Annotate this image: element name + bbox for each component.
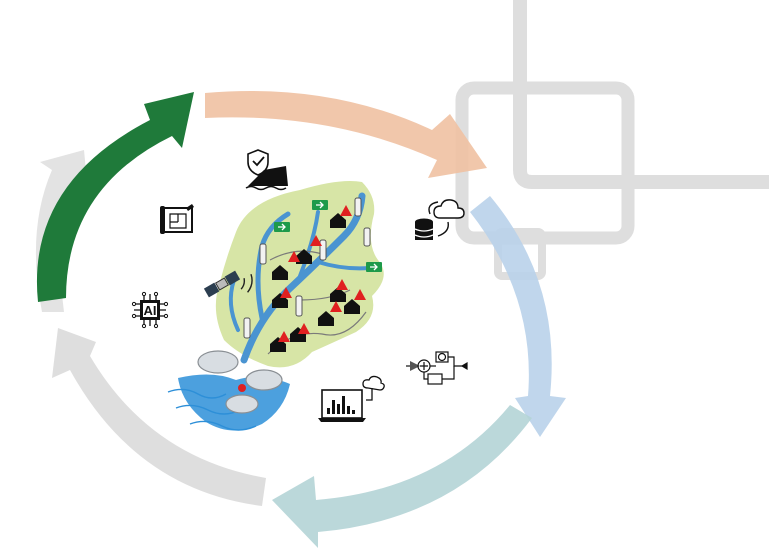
alert-7 — [278, 331, 290, 342]
alert-9 — [330, 301, 342, 312]
alert-8 — [298, 323, 310, 334]
watermark-corner-line — [513, 0, 769, 189]
laptop-chart-cloud-icon — [318, 375, 385, 422]
blueprint-icon — [160, 204, 194, 234]
laptop-cloud-link — [366, 388, 373, 401]
cycle-arrows — [35, 90, 566, 548]
ai-chip-pins — [134, 294, 166, 326]
ai-chip-inner — [143, 303, 157, 317]
evacuation-signs — [274, 200, 382, 272]
ctrl-line-2 — [448, 356, 462, 367]
sensor-tower-3 — [354, 197, 362, 217]
dam-shield-check — [252, 156, 265, 167]
ai-chip-icon: AI — [131, 291, 169, 329]
cycle-arrow-gray-bottom — [52, 328, 266, 506]
pin-dot — [141, 323, 147, 329]
road-2 — [299, 289, 351, 301]
wave-lines — [167, 388, 257, 431]
cycle-arrow-teal — [272, 405, 532, 548]
road-3 — [269, 250, 323, 261]
sensor-tower-4 — [363, 227, 371, 247]
cloud-outline — [433, 199, 465, 219]
pin-dot — [131, 313, 137, 319]
satellite-icon — [203, 270, 253, 298]
ctrl-sum-cross — [420, 362, 428, 370]
watershed-map — [167, 181, 384, 431]
blueprint-sheet — [161, 207, 193, 233]
ctrl-output — [460, 361, 468, 371]
tank-center-dot — [238, 384, 246, 392]
sync-arrow-left — [428, 201, 439, 215]
alert-1 — [288, 251, 300, 262]
laptop-cloud — [362, 375, 385, 391]
river-branch-top — [298, 210, 320, 278]
satellite-body — [214, 277, 230, 291]
alert-5 — [336, 279, 348, 290]
blueprint-roll — [160, 206, 165, 234]
satellite-signal — [240, 273, 253, 293]
ai-chip-label: AI — [144, 303, 157, 318]
pin-dot — [153, 323, 159, 329]
alert-6 — [354, 289, 366, 300]
cycle-arrow-orange — [205, 90, 487, 178]
dam-shield-icon — [245, 149, 288, 191]
ctrl-feedback — [423, 366, 455, 380]
house-5 — [330, 287, 346, 302]
pin-dot — [131, 301, 137, 307]
house-9 — [318, 311, 334, 326]
blueprint-pencil — [186, 204, 194, 211]
cycle-arrow-green — [36, 92, 194, 302]
alert-markers — [278, 205, 366, 342]
river-branch-low — [228, 278, 240, 332]
laptop-chart-bars — [327, 396, 355, 414]
control-block-diagram-icon — [406, 351, 468, 385]
laptop-base — [318, 418, 366, 422]
river-main — [240, 192, 366, 364]
sensor-tower-5 — [295, 295, 303, 317]
satellite-panel-left — [203, 282, 220, 298]
ctrl-block-lower — [427, 373, 443, 385]
pin-dot — [163, 301, 169, 307]
treatment-tanks — [197, 350, 283, 414]
sign-arrows — [278, 201, 378, 271]
cycle-arrow-blue — [470, 196, 566, 437]
wave-2 — [175, 404, 241, 415]
house-6 — [344, 299, 360, 314]
dam-wall — [248, 166, 288, 186]
house-1 — [272, 265, 288, 280]
dam-water — [245, 185, 287, 191]
pin-dot — [141, 291, 147, 297]
ctrl-gauge — [437, 352, 447, 362]
alert-2 — [310, 235, 322, 246]
sensor-tower-2 — [319, 239, 327, 261]
database-cloud-icon — [414, 199, 465, 240]
satellite-panel-right — [224, 270, 241, 286]
sensor-tower-1 — [259, 243, 267, 265]
river-branch-right — [316, 260, 372, 271]
alert-3 — [340, 205, 352, 216]
sensor-towers — [243, 197, 371, 339]
pin-dot — [153, 291, 159, 297]
tank-2 — [245, 369, 283, 391]
alert-4 — [280, 287, 292, 298]
db-lines — [414, 228, 434, 238]
tank-3 — [225, 394, 259, 414]
pin-dot — [163, 313, 169, 319]
sensor-tower-6 — [243, 317, 251, 339]
house-2 — [296, 249, 312, 264]
blueprint-plan — [169, 213, 187, 229]
wave-3 — [189, 420, 257, 431]
house-3 — [330, 213, 346, 228]
tank-1 — [197, 350, 239, 374]
sync-arrow-right — [437, 221, 449, 237]
wave-1 — [167, 388, 227, 399]
ai-chip-pin-dots — [131, 291, 169, 329]
